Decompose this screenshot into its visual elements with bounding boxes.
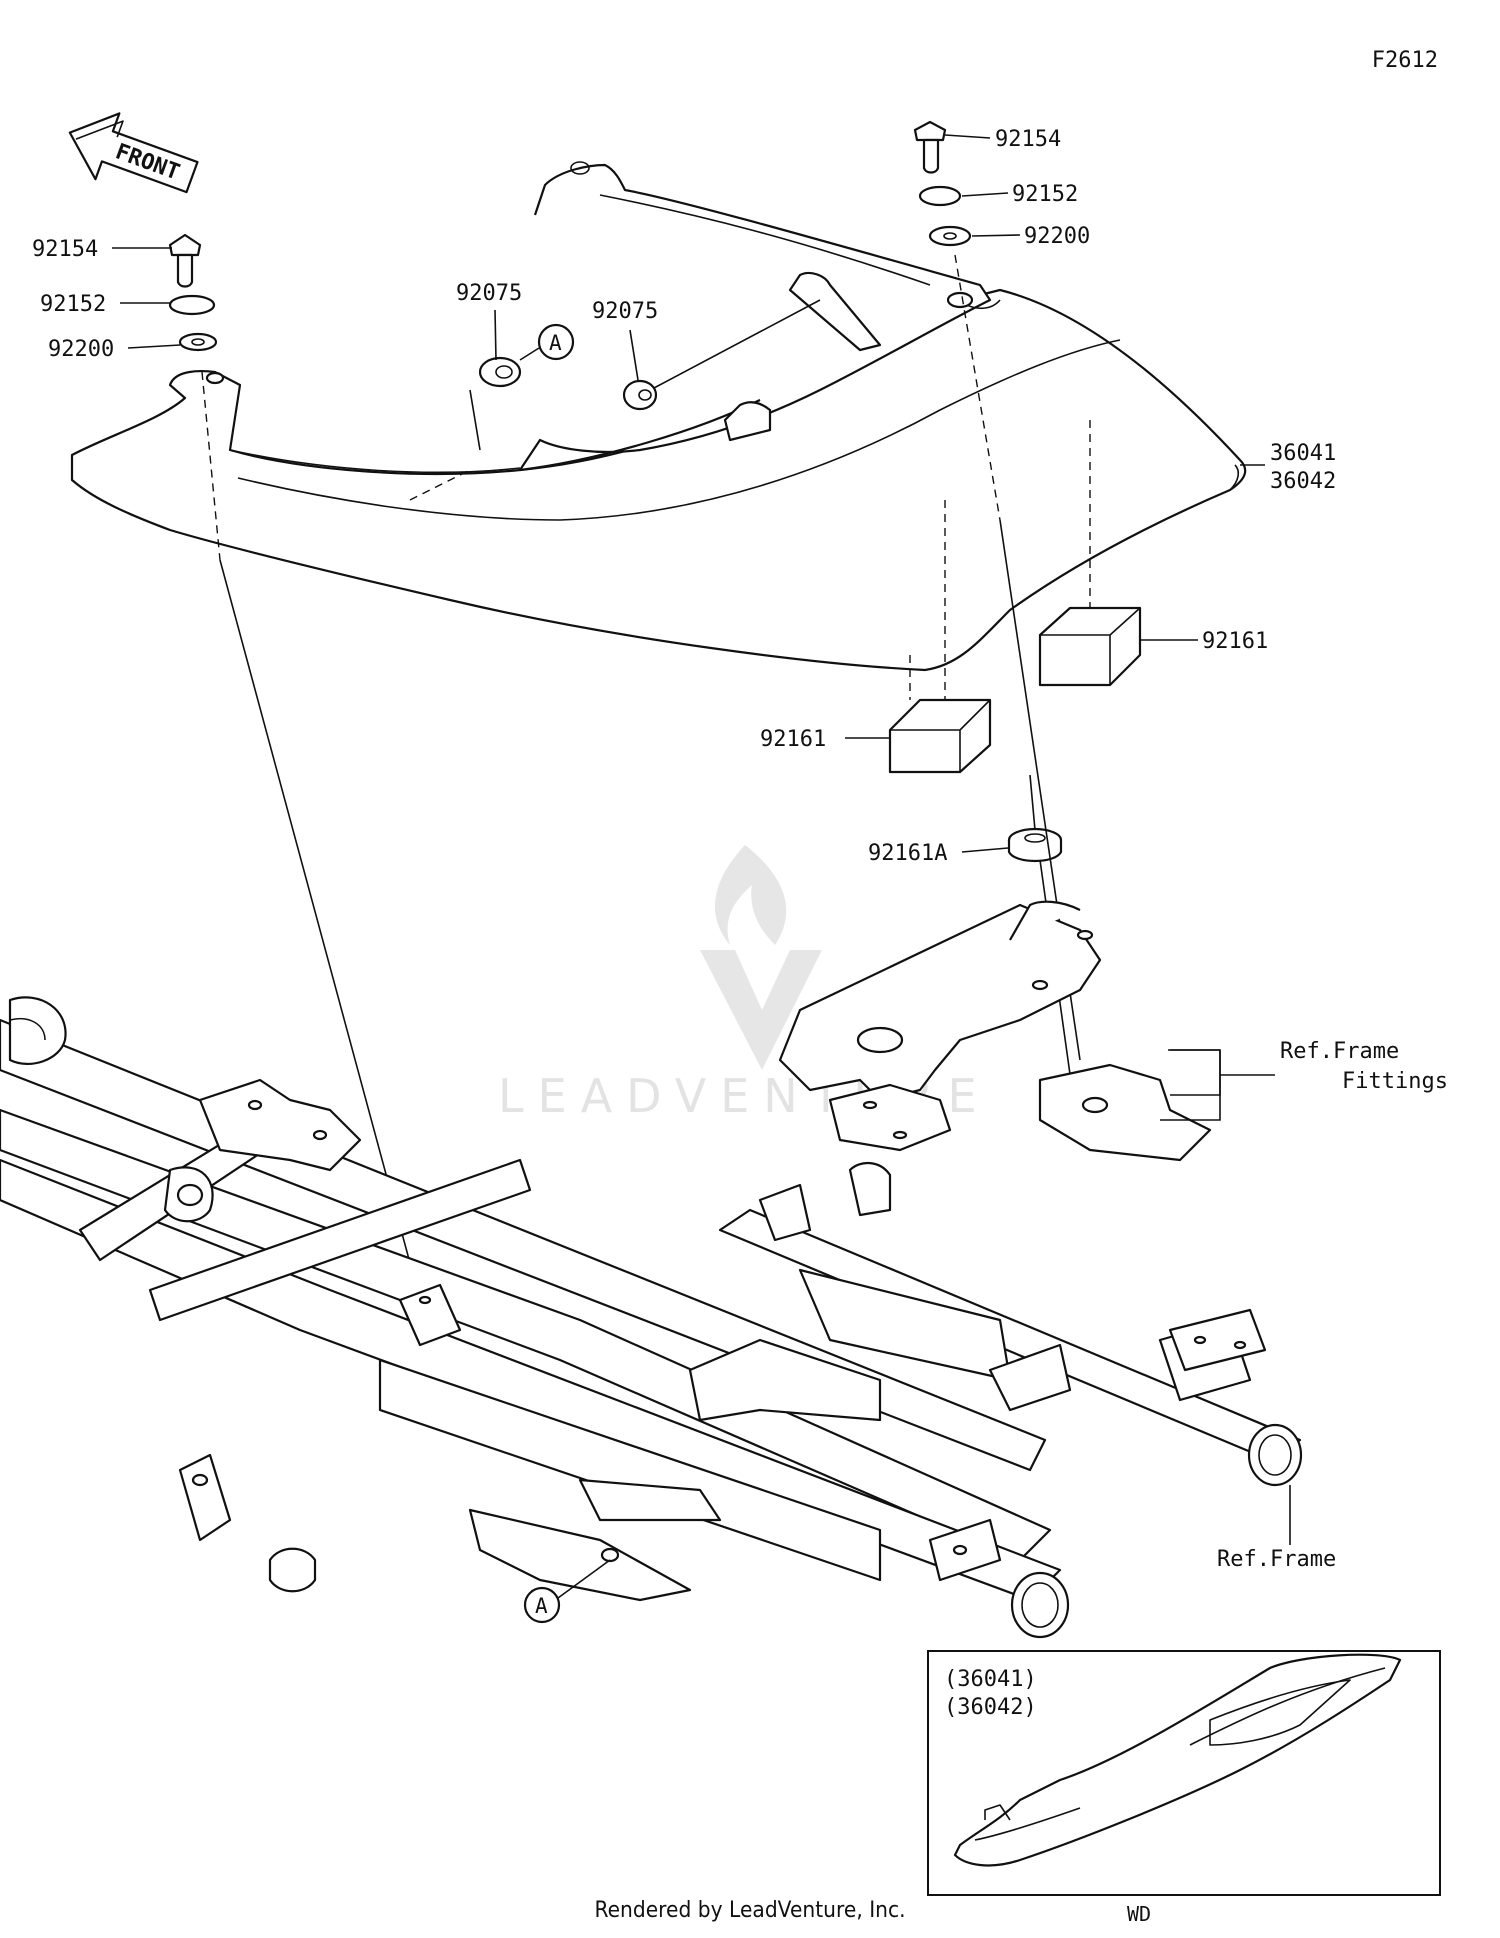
svg-text:A: A bbox=[535, 1594, 548, 1618]
inset-label-36042: (36042) bbox=[944, 1695, 1037, 1720]
callout-leaders bbox=[112, 134, 1291, 1545]
front-direction-arrow: FRONT bbox=[68, 112, 199, 194]
callout-labels: 92154 92152 92200 92154 92152 92200 9207… bbox=[32, 127, 1448, 1572]
pad-left-icon bbox=[888, 698, 992, 774]
svg-text:A: A bbox=[549, 331, 562, 355]
callout-36042: 36042 bbox=[1270, 469, 1336, 494]
grommet-left bbox=[478, 356, 522, 388]
left-bolt-icon bbox=[168, 233, 202, 257]
inset-caption: WD bbox=[1127, 1902, 1152, 1926]
seat-cover bbox=[70, 161, 1247, 672]
figure-code: F2612 bbox=[1371, 48, 1438, 73]
callout-92075-right: 92075 bbox=[592, 299, 658, 324]
left-washer-icon bbox=[178, 332, 218, 352]
right-hardware bbox=[913, 120, 972, 247]
callout-92154-left: 92154 bbox=[32, 237, 98, 262]
left-collar-icon bbox=[168, 294, 216, 316]
callout-92154-right: 92154 bbox=[995, 127, 1061, 152]
callout-92075-left: 92075 bbox=[456, 281, 522, 306]
ref-circle-a-bottom: A bbox=[523, 1559, 611, 1624]
grommet-right bbox=[622, 379, 658, 411]
callout-92200-left: 92200 bbox=[48, 337, 114, 362]
callout-ref-frame: Ref.Frame bbox=[1217, 1547, 1336, 1572]
left-hardware bbox=[168, 233, 218, 352]
callout-92161a: 92161A bbox=[868, 841, 947, 866]
footer-credit: Rendered by LeadVenture, Inc. bbox=[594, 1898, 906, 1923]
right-washer-icon bbox=[928, 225, 972, 247]
callout-92161-left: 92161 bbox=[760, 727, 826, 752]
callout-92152-left: 92152 bbox=[40, 292, 106, 317]
rear-frame bbox=[0, 996, 1303, 1639]
right-mount-hole bbox=[946, 291, 974, 309]
callout-92161-right: 92161 bbox=[1202, 629, 1268, 654]
frame-fittings-bracket bbox=[778, 900, 1212, 1162]
pad-right-icon bbox=[1038, 606, 1142, 687]
callout-92200-right: 92200 bbox=[1024, 224, 1090, 249]
left-mount-hole bbox=[205, 371, 225, 385]
callout-ref-frame-fittings-2: Fittings bbox=[1342, 1069, 1448, 1094]
right-collar-icon bbox=[918, 185, 962, 207]
inset-box: (36041) (36042) bbox=[927, 1650, 1441, 1896]
right-bolt-icon bbox=[913, 120, 947, 142]
frame-grommet-icon bbox=[1007, 827, 1063, 862]
ref-circle-a-top: A bbox=[519, 323, 575, 361]
callout-36041: 36041 bbox=[1270, 441, 1336, 466]
inset-label-36041: (36041) bbox=[944, 1667, 1037, 1692]
callout-92152-right: 92152 bbox=[1012, 182, 1078, 207]
callout-ref-frame-fittings-1: Ref.Frame bbox=[1280, 1039, 1399, 1064]
